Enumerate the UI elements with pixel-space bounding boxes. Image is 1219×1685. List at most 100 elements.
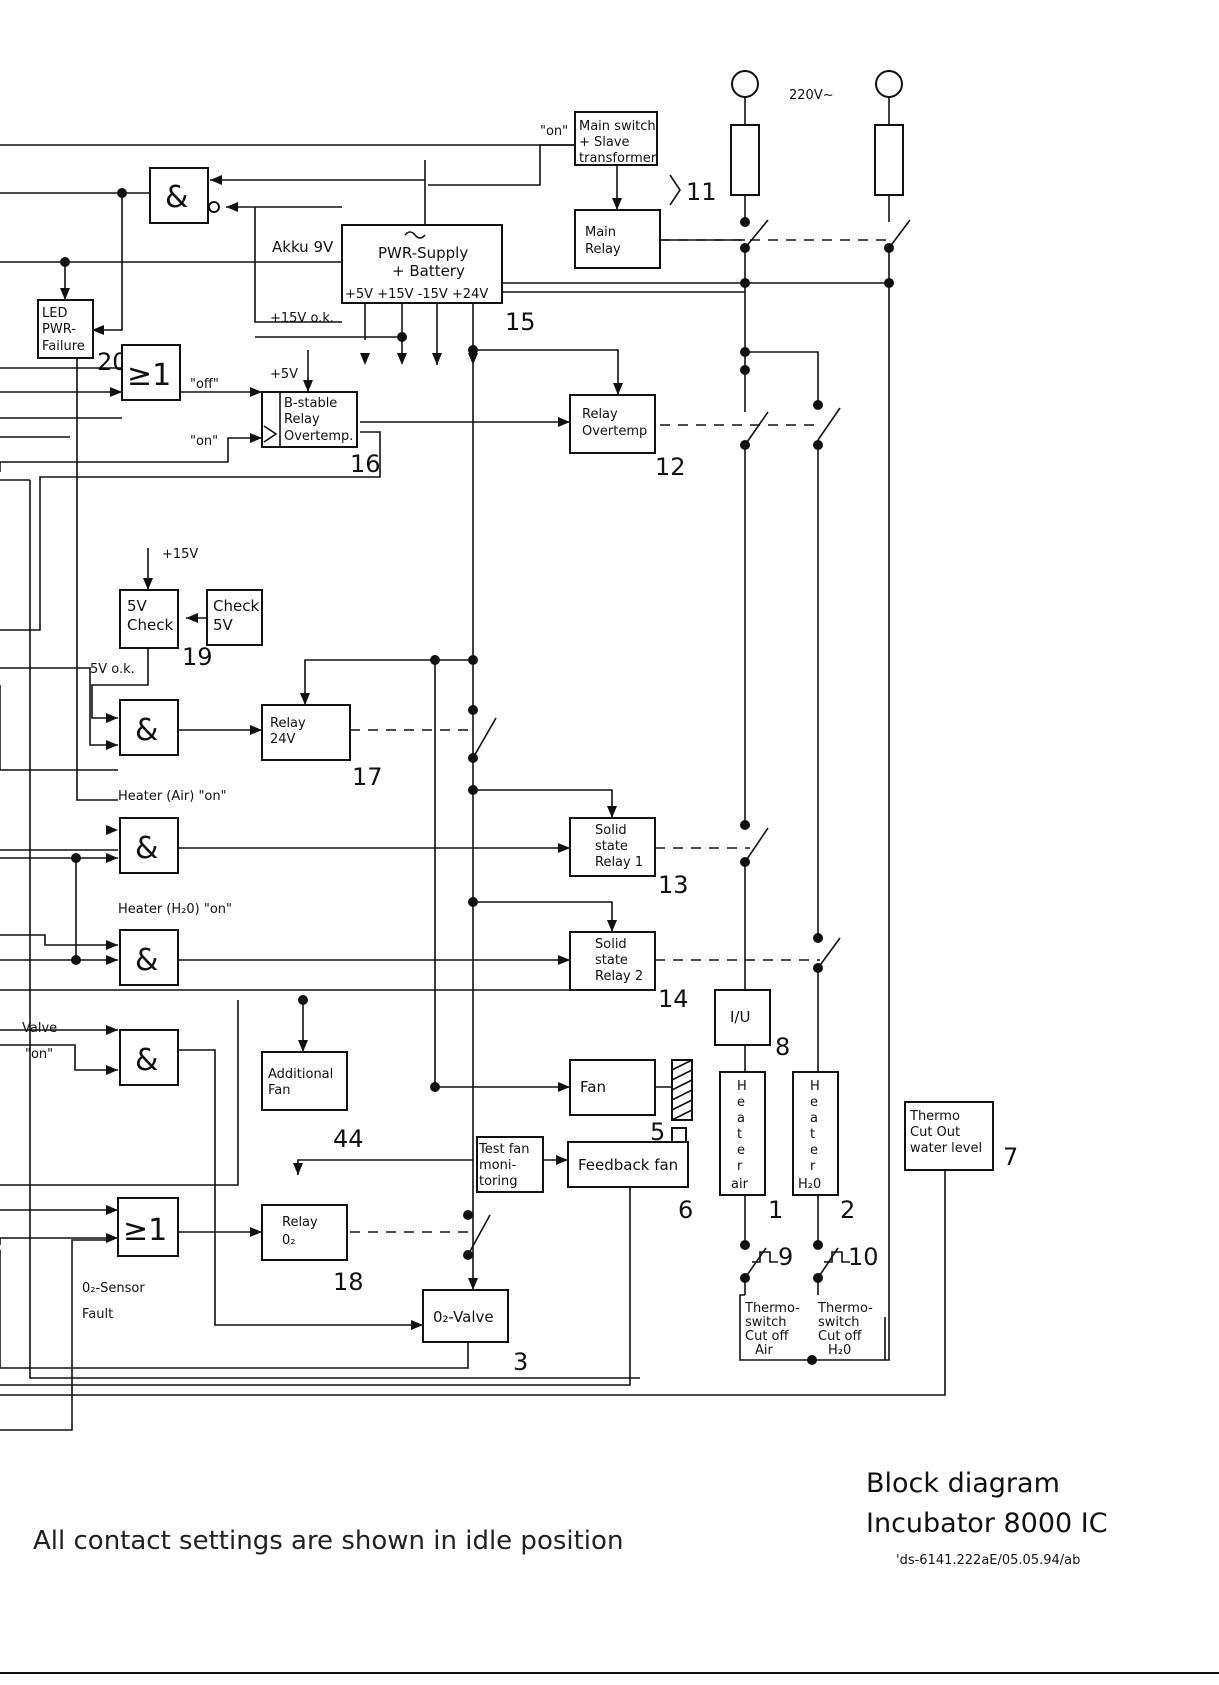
svg-text:&: &: [135, 831, 158, 866]
fuse-right-icon: [874, 124, 904, 196]
number-6: 6: [678, 1196, 693, 1224]
svg-text:a: a: [810, 1111, 818, 1126]
svg-text:24V: 24V: [270, 732, 296, 747]
label-akku: Akku 9V: [272, 238, 334, 256]
heater-h2o-box: H e a t e r H₂0: [792, 1071, 839, 1196]
svg-text:t: t: [810, 1127, 815, 1142]
label-valve: Valve: [22, 1021, 57, 1036]
relay-overtemp-box: Relay Overtemp: [569, 394, 656, 454]
svg-text:Relay: Relay: [282, 1215, 318, 1230]
number-5: 5: [650, 1118, 665, 1146]
svg-text:t: t: [737, 1127, 742, 1142]
label-on-main: "on": [540, 124, 568, 139]
svg-text:Overtemp: Overtemp: [582, 424, 647, 439]
junction-dots: [60, 188, 894, 1365]
svg-text:Relay 1: Relay 1: [595, 855, 643, 870]
number-19: 19: [182, 643, 213, 671]
svg-text:switch: switch: [818, 1315, 860, 1330]
thermo-water-level-box: Thermo Cut Out water level: [904, 1101, 994, 1171]
svg-text:moni-: moni-: [479, 1158, 516, 1173]
label-5v: +5V: [270, 367, 298, 382]
svg-text:LED: LED: [42, 306, 67, 321]
svg-text:Cut Out: Cut Out: [910, 1125, 960, 1140]
and-gate-heater-h2o: &: [119, 929, 179, 986]
svg-text:H: H: [810, 1079, 820, 1094]
iu-box: I/U: [714, 989, 771, 1046]
relay-o2-box: Relay 0₂: [261, 1204, 348, 1261]
svg-text:+ Battery: + Battery: [392, 262, 465, 280]
svg-text:Main switch: Main switch: [579, 119, 656, 134]
number-44: 44: [333, 1125, 364, 1153]
or-gate-overtemp: ≥1: [121, 344, 181, 401]
svg-text:H₂0: H₂0: [828, 1343, 851, 1358]
svg-text:Feedback fan: Feedback fan: [578, 1156, 678, 1174]
thermo-switch-air: Thermo- switch Cut off Air: [744, 1251, 800, 1358]
svg-text:B-stable: B-stable: [284, 396, 337, 411]
svg-text:H: H: [737, 1079, 747, 1094]
svg-text:Main: Main: [585, 225, 616, 240]
number-1: 1: [768, 1196, 783, 1224]
svg-text:≥1: ≥1: [123, 1213, 167, 1248]
relay-24v-box: Relay 24V: [261, 704, 351, 761]
label-15v: +15V: [162, 547, 198, 562]
label-valve-on: "on": [25, 1047, 53, 1062]
relay-linkages: [350, 239, 888, 1233]
number-9: 9: [778, 1243, 793, 1271]
terminal-left-icon: [731, 70, 759, 98]
svg-text:Thermo-: Thermo-: [817, 1301, 873, 1316]
svg-text:&: &: [135, 713, 158, 748]
number-18: 18: [333, 1268, 364, 1296]
label-on: "on": [190, 434, 218, 449]
svg-text:0₂-Valve: 0₂-Valve: [433, 1308, 494, 1326]
svg-text:state: state: [595, 953, 628, 968]
footer-note: All contact settings are shown in idle p…: [33, 1526, 624, 1556]
number-7: 7: [1003, 1143, 1018, 1171]
svg-text:Cut off: Cut off: [745, 1329, 789, 1344]
svg-text:≥1: ≥1: [127, 358, 171, 393]
svg-text:Air: Air: [755, 1343, 774, 1358]
arrows: [60, 175, 623, 1330]
svg-text:+ Slave: + Slave: [579, 135, 630, 150]
svg-text:Failure: Failure: [42, 339, 85, 354]
svg-text:&: &: [165, 180, 188, 215]
label-15v-ok: +15V o.k.: [270, 311, 334, 326]
and-gate-main: &: [149, 167, 220, 224]
mains-voltage: 220V~: [789, 88, 834, 103]
svg-text:0₂: 0₂: [282, 1233, 295, 1248]
svg-text:PWR-Supply: PWR-Supply: [378, 244, 468, 262]
mains-terminals: 220V~: [730, 70, 904, 196]
svg-text:a: a: [737, 1111, 745, 1126]
svg-text:&: &: [135, 1043, 158, 1078]
svg-text:Solid: Solid: [595, 823, 627, 838]
number-2: 2: [840, 1196, 855, 1224]
svg-text:toring: toring: [479, 1174, 518, 1189]
number-16: 16: [350, 450, 381, 478]
led-pwr-failure-box: LED PWR- Failure: [37, 299, 94, 359]
brace-11-icon: [669, 174, 681, 206]
ssr2-box: Solid state Relay 2: [569, 931, 656, 991]
svg-text:r: r: [737, 1159, 743, 1174]
svg-text:r: r: [810, 1159, 816, 1174]
svg-text:e: e: [737, 1143, 745, 1158]
number-10: 10: [848, 1243, 879, 1271]
svg-text:5V: 5V: [213, 616, 234, 634]
svg-text:e: e: [737, 1095, 745, 1110]
bottom-rule: [0, 1672, 1219, 1674]
svg-text:Relay: Relay: [270, 716, 306, 731]
svg-text:&: &: [135, 943, 158, 978]
and-gate-24v: &: [119, 699, 179, 756]
svg-text:Relay 2: Relay 2: [595, 969, 643, 984]
svg-text:H₂0: H₂0: [798, 1177, 821, 1192]
label-off: "off": [190, 377, 219, 392]
number-13: 13: [658, 871, 689, 899]
svg-text:Additional: Additional: [268, 1067, 333, 1082]
ac-symbol-icon: [404, 231, 426, 239]
number-12: 12: [655, 453, 686, 481]
main-relay-box: Main Relay: [574, 209, 661, 269]
svg-text:Relay: Relay: [284, 412, 320, 427]
svg-text:Solid: Solid: [595, 937, 627, 952]
number-11: 11: [686, 178, 717, 206]
main-switch-box: Main switch + Slave transformer: [574, 111, 658, 166]
diagram-title-line2: Incubator 8000 IC: [866, 1508, 1108, 1539]
svg-text:e: e: [810, 1095, 818, 1110]
